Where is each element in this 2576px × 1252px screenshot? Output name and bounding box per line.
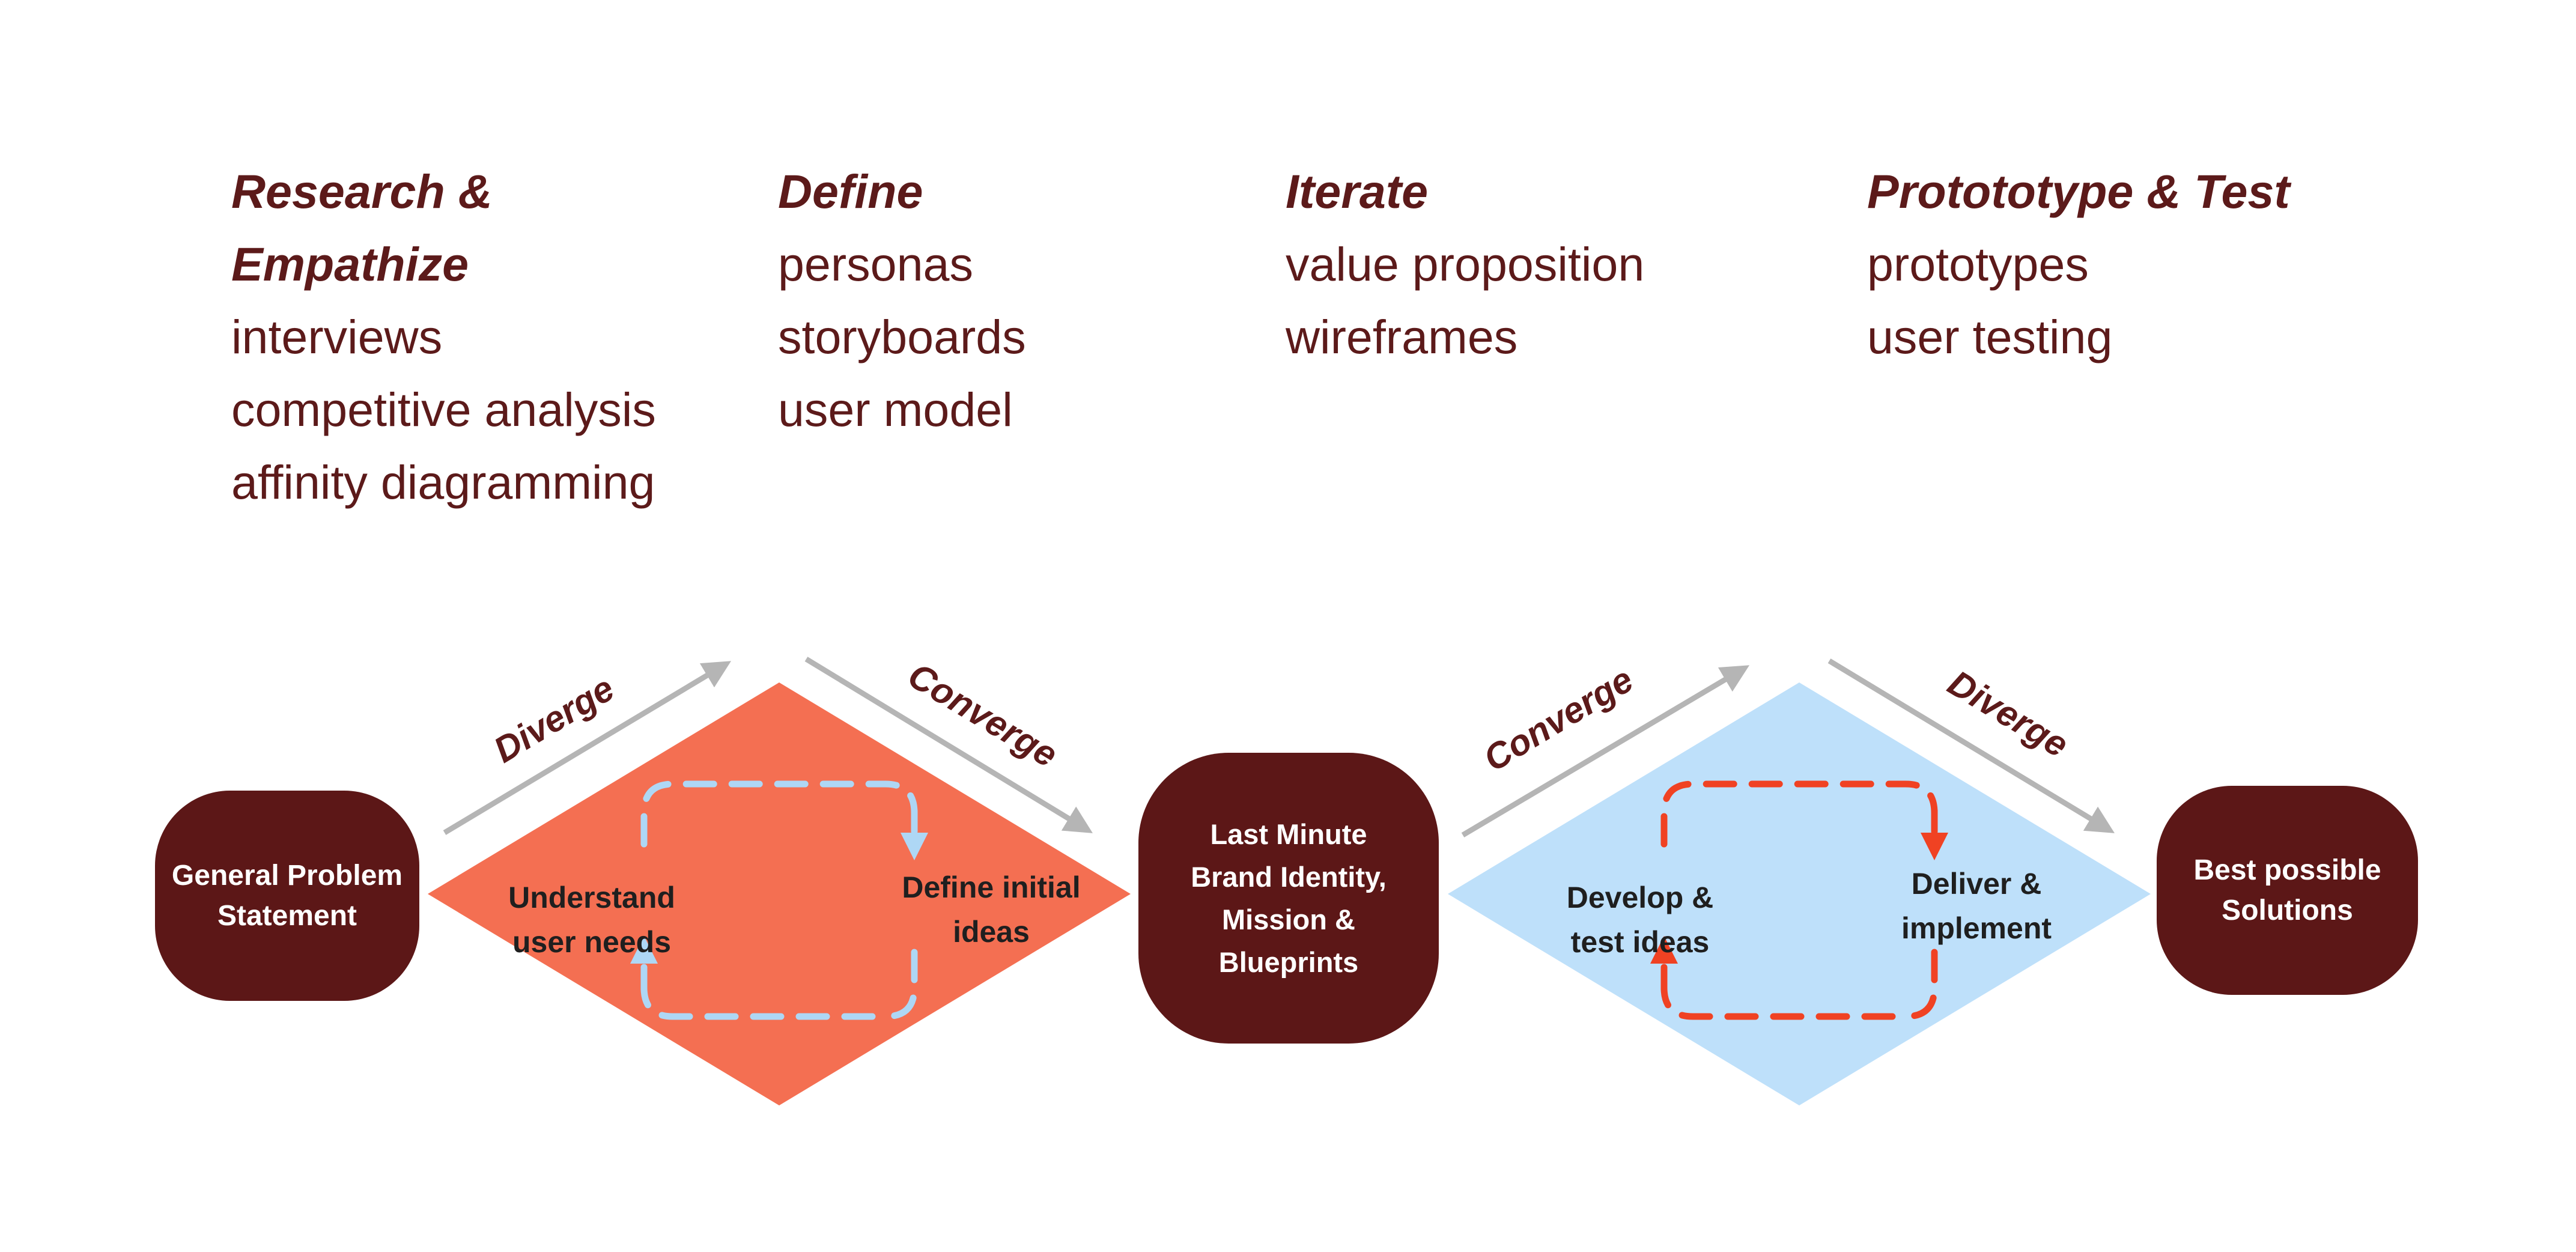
loop2-down-arrowhead-icon — [1921, 833, 1948, 860]
diverge-arrow-icon-2 — [1827, 658, 2115, 833]
node-text-line: Statement — [217, 900, 357, 932]
phase-item: affinity diagramming — [231, 455, 655, 509]
node-text-line: Blueprints — [1218, 946, 1359, 978]
phase-item: user model — [778, 383, 1013, 436]
loop1-right-dashed-path — [882, 949, 918, 1020]
loop1-up-arrowhead-icon — [630, 936, 658, 964]
loop2-top-dashed-path — [1660, 780, 1938, 848]
phase-title-line: Define — [778, 165, 923, 218]
loop2-bottom-dashed-path — [1660, 984, 1896, 1020]
phase-column-define: Define personas storyboards user model — [778, 155, 1026, 446]
converge-arrow-icon-1 — [804, 657, 1093, 833]
converge-arrow-icon-2 — [1461, 665, 1750, 837]
node-general-problem-statement: General Problem Statement — [155, 791, 419, 1001]
diamond-develop-deliver — [1448, 682, 2151, 1105]
diamond-label-line: Define initial — [902, 871, 1081, 904]
phase-column-iterate: Iterate value proposition wireframes — [1286, 155, 1644, 373]
phase-item: storyboards — [778, 310, 1026, 363]
diamond1-right-label: Define initial ideas — [902, 865, 1080, 954]
node-text-line: Last Minute — [1210, 818, 1367, 850]
node-brand-identity-mission-blueprints: Last Minute Brand Identity, Mission & Bl… — [1138, 753, 1439, 1044]
diamond-label-line: Understand — [508, 881, 675, 914]
phase-item: value proposition — [1286, 237, 1645, 291]
phase-title-line: Iterate — [1286, 165, 1429, 218]
node-text-line: General Problem — [171, 860, 403, 892]
phase-item: wireframes — [1286, 310, 1518, 363]
diamond-label-line: Deliver & — [1911, 867, 2042, 901]
node-text-line: Brand Identity, — [1191, 861, 1387, 893]
loop1-down-arrowhead-icon — [901, 833, 928, 860]
iteration-loop-1 — [630, 780, 928, 1020]
diamond2-left-label: Develop & test ideas — [1567, 875, 1714, 964]
diamond-label-line: implement — [1901, 911, 2052, 945]
loop2-up-arrowhead-icon — [1650, 936, 1678, 964]
node-best-possible-solutions: Best possible Solutions — [2157, 786, 2418, 995]
phase-item: competitive analysis — [231, 383, 656, 436]
diamond1-left-label: Understand user needs — [508, 875, 675, 964]
node-text-line: Best possible — [2193, 854, 2381, 886]
phase-item: personas — [778, 237, 973, 291]
iteration-loop-2 — [1650, 780, 1948, 1020]
loop2-right-dashed-path — [1902, 949, 1938, 1020]
diamond-label-line: test ideas — [1570, 925, 1710, 959]
diamond2-right-label: Deliver & implement — [1901, 862, 2052, 950]
node-text-line: Mission & — [1222, 904, 1355, 935]
phase-item: prototypes — [1867, 237, 2089, 291]
phase-item: user testing — [1867, 310, 2113, 363]
loop1-bottom-dashed-path — [640, 984, 876, 1020]
diamond-discover-define — [428, 682, 1131, 1105]
diamond-label-line: user needs — [512, 925, 671, 959]
loop1-top-dashed-path — [640, 780, 918, 848]
diamond-label-line: Develop & — [1566, 881, 1714, 914]
phase-column-research-empathize: Research & Empathize interviews competit… — [231, 155, 656, 518]
node-text-line: Solutions — [2222, 895, 2353, 926]
phase-title-line: Protototype & Test — [1867, 165, 2290, 218]
phase-column-prototype-test: Protototype & Test prototypes user testi… — [1867, 155, 2290, 373]
diverge-arrow-icon-1 — [443, 661, 732, 835]
phase-item: interviews — [231, 310, 443, 363]
phase-title-line: Empathize — [231, 237, 469, 291]
diamond-label-line: ideas — [953, 915, 1030, 949]
phase-title-line: Research & — [231, 165, 493, 218]
